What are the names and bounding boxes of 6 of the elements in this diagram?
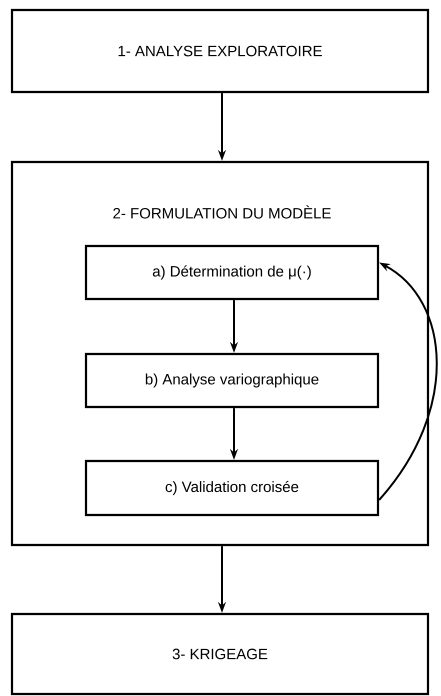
step-box: 1- ANALYSE EXPLORATOIRE bbox=[10, 8, 430, 94]
process-box: c) Validation croisée bbox=[84, 460, 380, 516]
step-box: 3- KRIGEAGE bbox=[10, 612, 430, 696]
process-box: b) Analyse variographique bbox=[84, 352, 380, 408]
process-box: a) Détermination de μ(·) bbox=[84, 244, 380, 300]
arrow bbox=[378, 262, 438, 501]
